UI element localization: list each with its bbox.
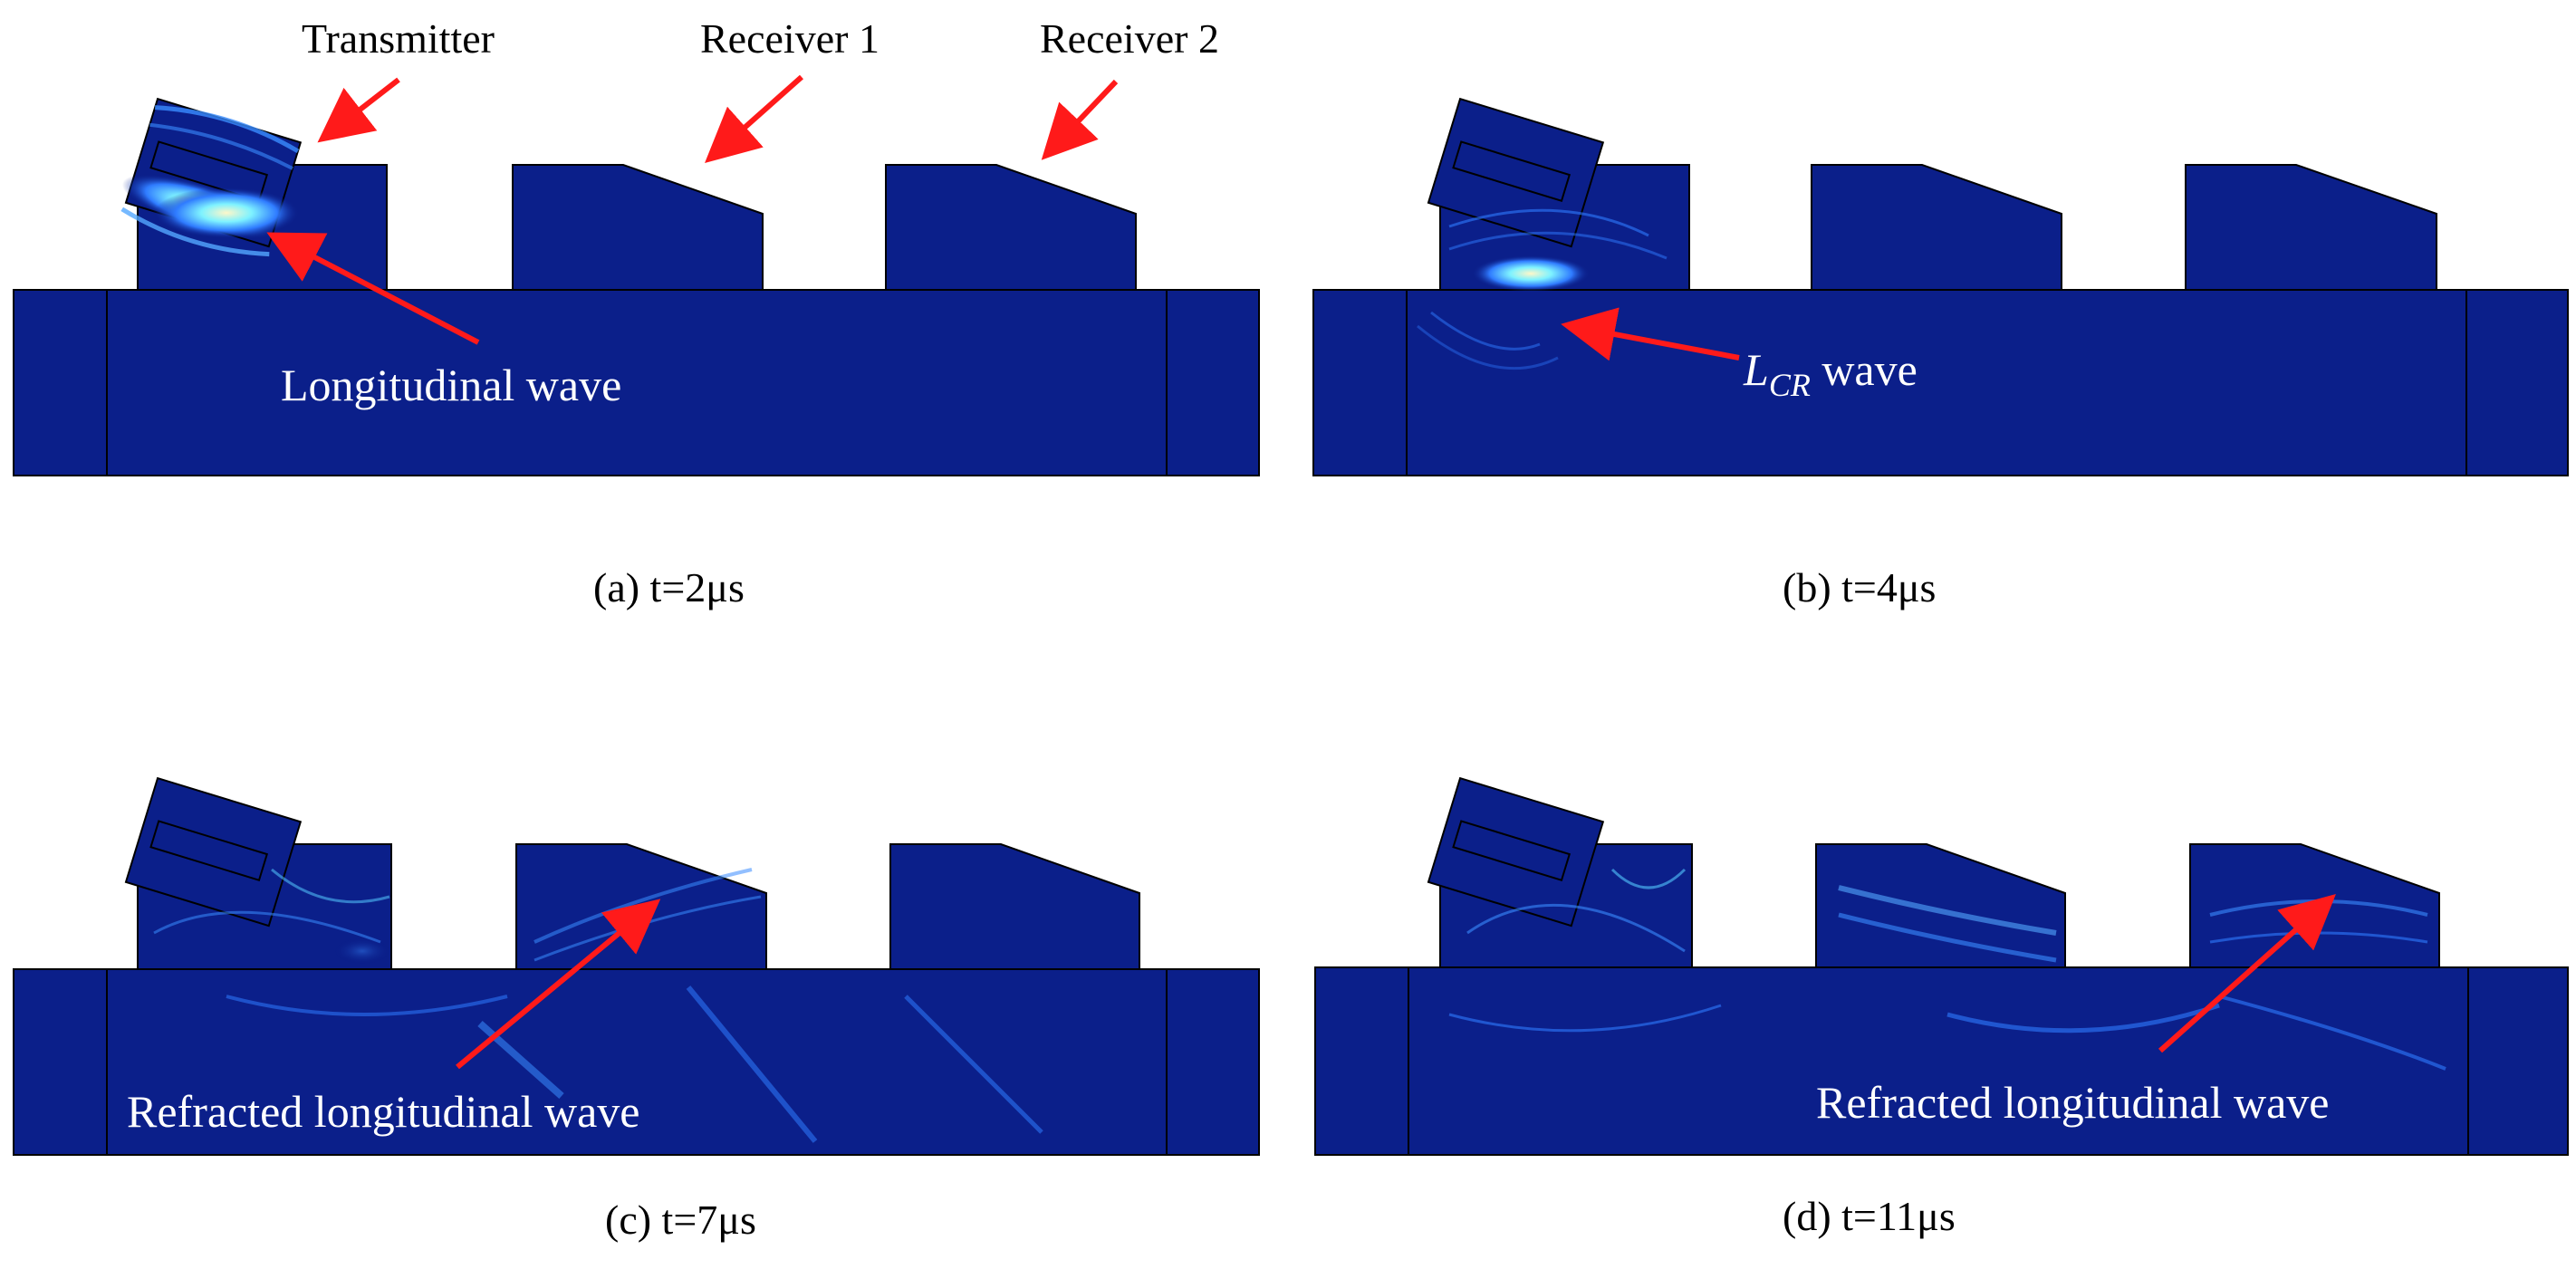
arrow-refracted-c <box>456 899 661 1070</box>
lcr-wave-label: LCR wave <box>1743 344 1918 403</box>
specimen-plate-b <box>1312 289 2569 476</box>
receiver2-wedge-b <box>2185 164 2437 291</box>
receiver1-label: Receiver 1 <box>700 15 879 62</box>
transmitter-probe-b <box>1427 97 1605 248</box>
specimen-plate-a <box>13 289 1260 476</box>
panel-a: Transmitter Receiver 1 Receiver 2 Longit… <box>13 15 1260 476</box>
receiver1-wedge-a <box>512 164 764 291</box>
caption-c: (c) t=7μs <box>605 1197 756 1243</box>
specimen-plate-d <box>1314 966 2569 1156</box>
receiver1-wedge-b <box>1811 164 2062 291</box>
lcr-wave-label-sub: CR <box>1769 367 1811 403</box>
caption-d: (d) t=11μs <box>1783 1193 1956 1239</box>
lcr-wave-label-main: L <box>1743 344 1769 395</box>
arrow-receiver2 <box>1041 79 1119 160</box>
longitudinal-wave-label: Longitudinal wave <box>281 360 621 410</box>
longitudinal-wave-hotspot-a <box>154 187 299 238</box>
receiver2-wedge-c <box>889 843 1140 970</box>
panel-d: Refracted longitudinal wave <box>1314 776 2569 1156</box>
transmitter-probe-d <box>1427 776 1605 928</box>
receiver2-label: Receiver 2 <box>1040 15 1219 62</box>
transmitter-probe-c <box>124 776 303 928</box>
receiver2-wedge-a <box>885 164 1137 291</box>
caption-a: (a) t=2μs <box>593 564 745 610</box>
lcr-wave-hotspot-b <box>1472 255 1590 292</box>
arrow-longitudinal-wave <box>266 232 480 345</box>
specimen-plate-c <box>13 968 1260 1156</box>
panel-b: LCR wave <box>1312 97 2569 476</box>
refracted-wave-label-c: Refracted longitudinal wave <box>127 1086 639 1137</box>
arrow-lcr-wave <box>1561 307 1740 361</box>
receiver1-wedge-c <box>515 843 767 970</box>
arrow-refracted-d <box>2158 894 2336 1053</box>
caption-b: (b) t=4μs <box>1783 564 1937 610</box>
arrow-receiver1 <box>705 74 803 163</box>
lcr-wave-label-text: wave <box>1811 344 1918 395</box>
panel-c: Refracted longitudinal wave <box>13 776 1260 1156</box>
receiver2-wedge-d <box>2189 843 2440 968</box>
wave-pattern-d <box>1448 868 2446 1071</box>
arrow-transmitter <box>317 77 400 143</box>
transmitter-label: Transmitter <box>302 15 495 62</box>
refracted-wave-label-d: Refracted longitudinal wave <box>1816 1077 2329 1128</box>
receiver1-wedge-d <box>1815 843 2066 968</box>
